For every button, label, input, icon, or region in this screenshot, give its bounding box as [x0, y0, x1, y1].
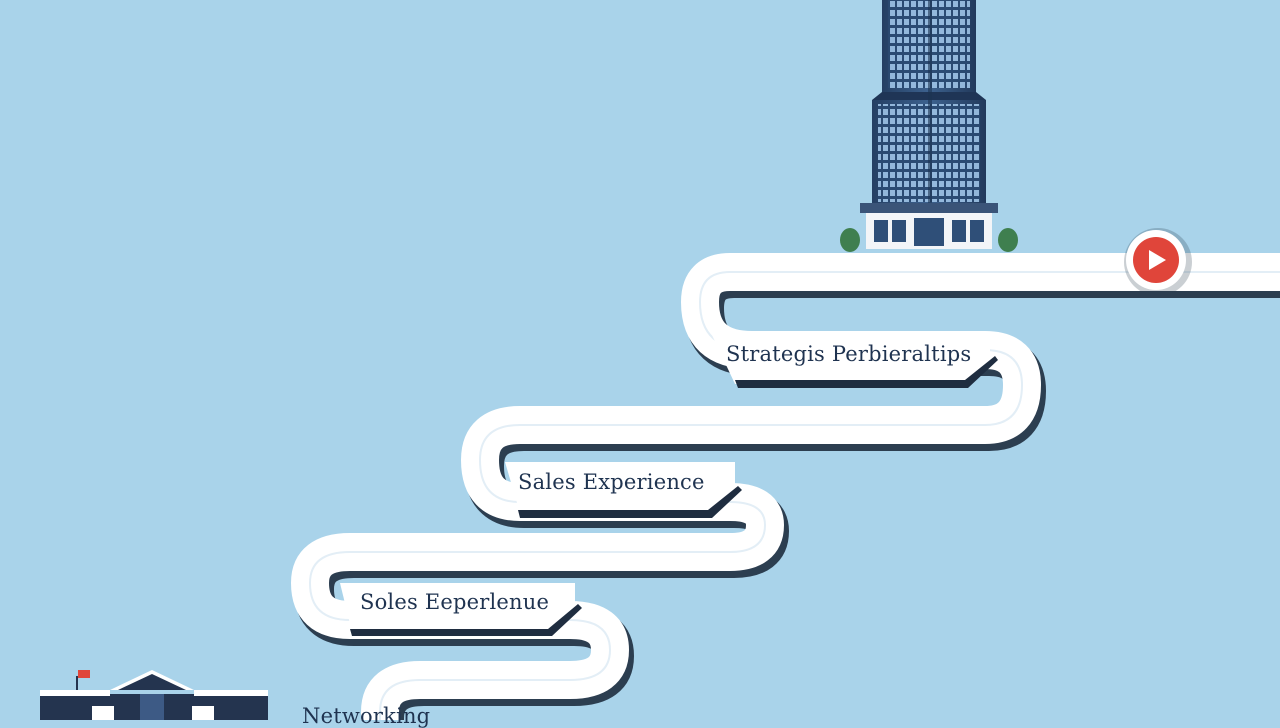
label-plate-1 [712, 335, 998, 388]
skyscraper-icon [840, 0, 1018, 252]
step-label-sales-experience: Sales Experience [518, 470, 705, 494]
step-label-sales-experience-2: Soles Eeperlenue [360, 590, 550, 614]
step-label-strategic-partnerships: Strategis Perbieraltips [726, 342, 972, 366]
school-building-icon [40, 670, 268, 720]
label-plate-2 [505, 462, 742, 518]
label-plate-3 [340, 583, 582, 636]
step-label-networking: Networking [302, 704, 431, 728]
play-marker-icon [1124, 228, 1192, 296]
